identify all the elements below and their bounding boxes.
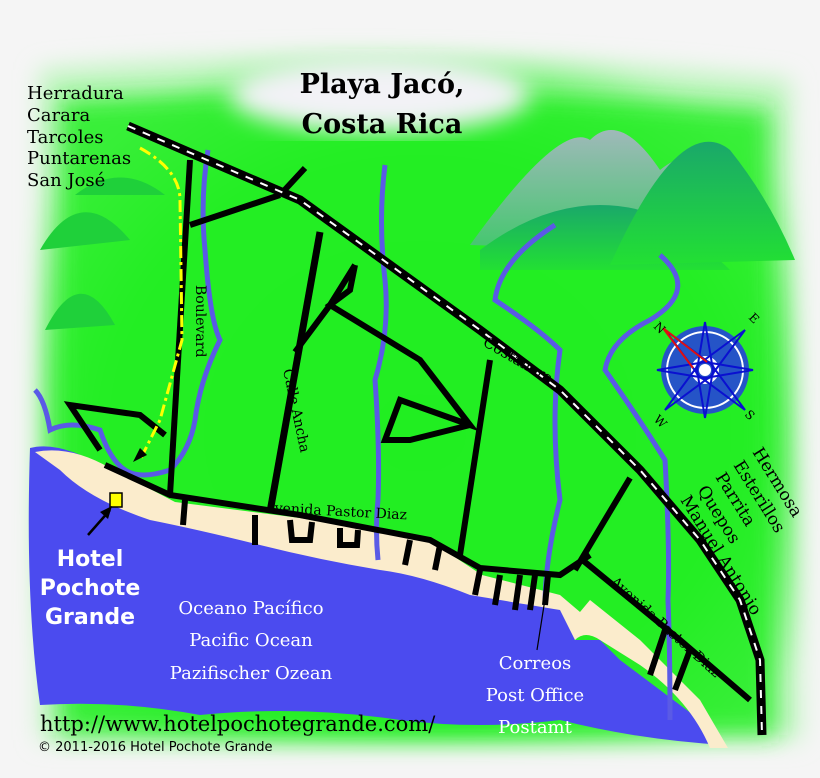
mountains <box>40 130 795 330</box>
post-office-pointer <box>536 579 549 651</box>
destination: San José <box>27 170 105 191</box>
website-url: http://www.hotelpochotegrande.com/ <box>40 712 436 736</box>
destination: Tarcoles <box>27 127 104 148</box>
hotel-label-line3: Grande <box>45 605 135 630</box>
compass-rose-icon <box>656 321 754 419</box>
hotel-label-line1: Hotel <box>57 547 124 572</box>
ocean-label: Pacific Ocean <box>189 630 313 651</box>
ocean-label: Oceano Pacífico <box>178 598 323 619</box>
title-line1: Playa Jacó, <box>300 69 465 100</box>
post-office-label: Post Office <box>486 685 584 706</box>
ocean-label: Pazifischer Ozean <box>170 663 333 684</box>
destination: Herradura <box>27 83 124 104</box>
north-destinations: Herradura Carara Tarcoles Puntarenas San… <box>27 83 131 191</box>
route-line <box>138 146 184 461</box>
destination: Puntarenas <box>27 148 131 169</box>
street-label-boulevard: Boulevard <box>192 285 208 357</box>
copyright: © 2011-2016 Hotel Pochote Grande <box>38 740 272 755</box>
post-office-label: Correos <box>499 653 572 674</box>
route-arrow-icon <box>133 448 147 462</box>
destination: Carara <box>27 105 90 126</box>
title-line2: Costa Rica <box>302 109 463 140</box>
hotel-marker <box>109 492 123 508</box>
post-office-label: Postamt <box>498 717 572 738</box>
beach <box>35 450 728 748</box>
hotel-label-line2: Pochote <box>40 576 141 601</box>
rivers <box>33 149 681 721</box>
street-label-avenida-1: Avenida Pastor Diaz <box>264 500 408 523</box>
